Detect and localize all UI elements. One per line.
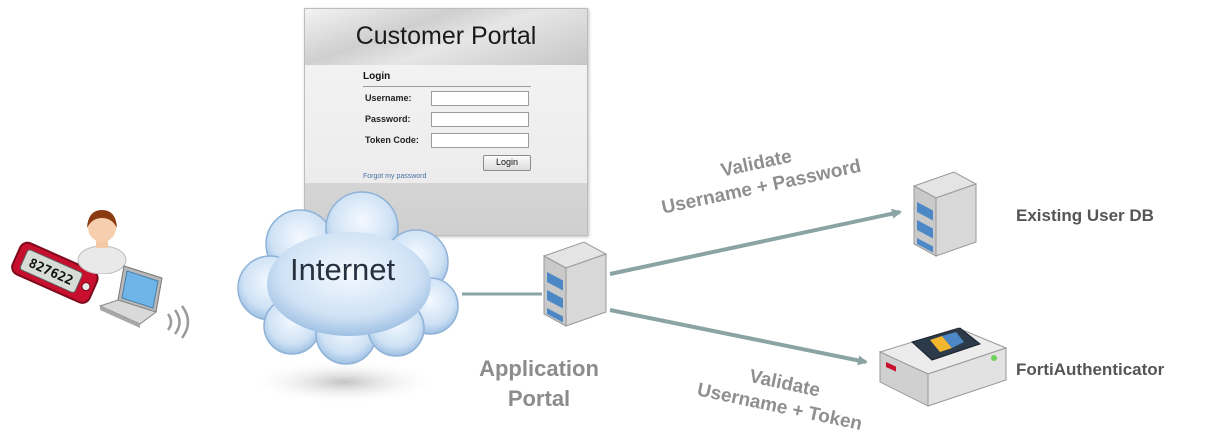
username-input[interactable] bbox=[431, 91, 529, 106]
token-code-input[interactable] bbox=[431, 133, 529, 148]
fortiauthenticator-label: FortiAuthenticator bbox=[1016, 360, 1165, 379]
customer-portal-window: Customer Portal Login Username: Password… bbox=[304, 8, 588, 236]
app-portal-line1: Application bbox=[479, 356, 599, 381]
portal-to-authenticator-arrow bbox=[609, 308, 868, 366]
login-form: Login Username: Password: Token Code: Lo… bbox=[305, 65, 587, 183]
token-device-icon: 827622 bbox=[11, 241, 99, 304]
existing-user-db-label: Existing User DB bbox=[1016, 206, 1154, 225]
internet-label: Internet bbox=[290, 252, 396, 287]
login-divider bbox=[363, 86, 531, 87]
internet-cloud-icon bbox=[237, 191, 459, 404]
portal-title: Customer Portal bbox=[355, 22, 537, 50]
portal-header: Customer Portal bbox=[305, 9, 587, 65]
wireless-signal-icon bbox=[166, 305, 190, 339]
app-portal-line2: Portal bbox=[507, 386, 571, 411]
laptop-icon bbox=[98, 265, 163, 328]
fortiauthenticator-appliance-icon bbox=[878, 327, 1008, 407]
forgot-password-link[interactable]: Forgot my password bbox=[363, 173, 427, 180]
password-label: Password: bbox=[365, 114, 411, 124]
user-icon bbox=[77, 210, 127, 274]
password-input[interactable] bbox=[431, 112, 529, 127]
application-server-icon bbox=[542, 241, 608, 327]
username-label: Username: bbox=[365, 93, 412, 103]
login-button[interactable]: Login bbox=[483, 155, 531, 171]
application-portal-label: Application Portal bbox=[462, 354, 616, 414]
user-db-server-icon bbox=[912, 171, 978, 257]
login-heading: Login bbox=[363, 71, 391, 82]
portal-to-userdb-arrow bbox=[609, 208, 902, 276]
token-code-label: Token Code: bbox=[365, 135, 419, 145]
